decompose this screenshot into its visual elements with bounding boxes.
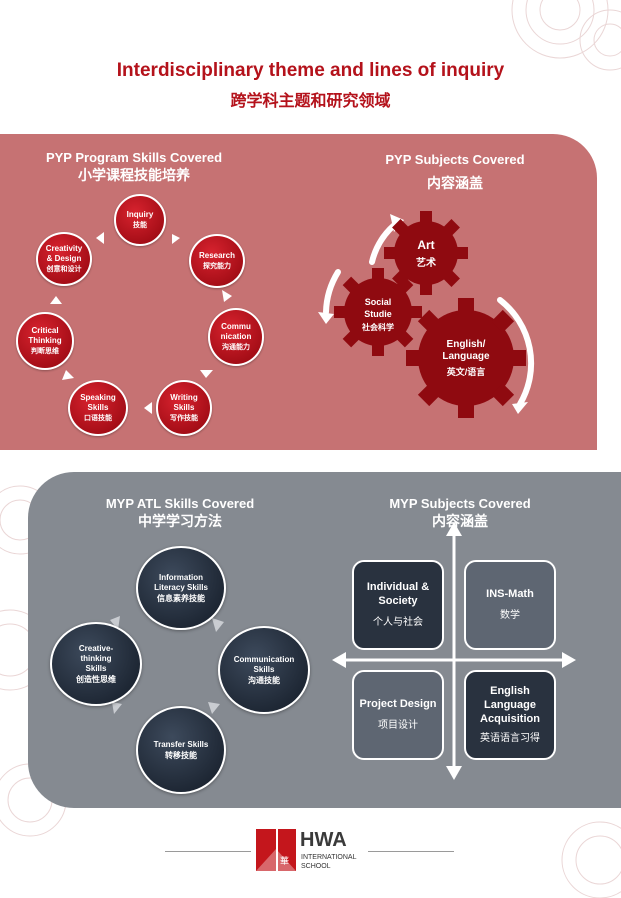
quad-ins-math: INS-Math 数学: [464, 560, 556, 650]
pyp-subjects-heading: PYP Subjects Covered 内容涵盖: [385, 152, 525, 191]
page-title-chinese: 跨学科主题和研究领域: [230, 93, 391, 110]
hwa-logo-mark-char: 華: [280, 856, 290, 866]
pyp-node-creativity-design: Creativity & Design 创意和设计: [36, 232, 92, 286]
pyp-node-speaking: Speaking Skills 口语技能: [68, 380, 128, 436]
quad-project-design: Project Design 项目设计: [352, 670, 444, 760]
myp-node-transfer: Transfer Skills 转移技能: [136, 706, 226, 794]
quad-individual-society: Individual & Society 个人与社会: [352, 560, 444, 650]
pyp-node-writing: Writing Skills 写作技能: [156, 380, 212, 436]
gear-art: Art 艺术: [416, 238, 436, 269]
quad-english-language-acquisition: English Language Acquisition 英语语言习得: [464, 670, 556, 760]
pyp-node-research: Research 探究能力: [189, 234, 245, 288]
myp-node-communication: Communication Skills 沟通技能: [218, 626, 310, 714]
logo-line1: INTERNATIONAL: [301, 854, 357, 861]
logo-line2: SCHOOL: [301, 863, 331, 870]
gear-social-studies: Social Studie 社会科学: [362, 297, 394, 332]
page-title: Interdisciplinary theme and lines of inq…: [116, 60, 505, 81]
pyp-node-communication: Commu nication 沟通能力: [208, 308, 264, 366]
pyp-node-inquiry: Inquiry 技能: [114, 194, 166, 246]
gear-english-language: English/ Language 英文/语言: [442, 339, 490, 377]
footer-divider-left: [165, 851, 251, 852]
pyp-skills-heading: PYP Program Skills Covered 小学课程技能培养: [45, 150, 223, 183]
myp-node-information-literacy: Information Literacy Skills 信息素养技能: [136, 546, 226, 630]
pyp-node-critical-thinking: Critical Thinking 判断思维: [16, 312, 74, 370]
footer-divider-right: [368, 851, 454, 852]
logo-name: HWA: [300, 829, 347, 851]
hwa-logo-mark-icon: [256, 829, 296, 871]
myp-atl-heading: MYP ATL Skills Covered 中学学习方法: [105, 496, 255, 529]
myp-node-creative-thinking: Creative-thinking Skills 创造性思维: [50, 622, 142, 706]
myp-subjects-heading: MYP Subjects Covered 内容涵盖: [389, 496, 531, 529]
